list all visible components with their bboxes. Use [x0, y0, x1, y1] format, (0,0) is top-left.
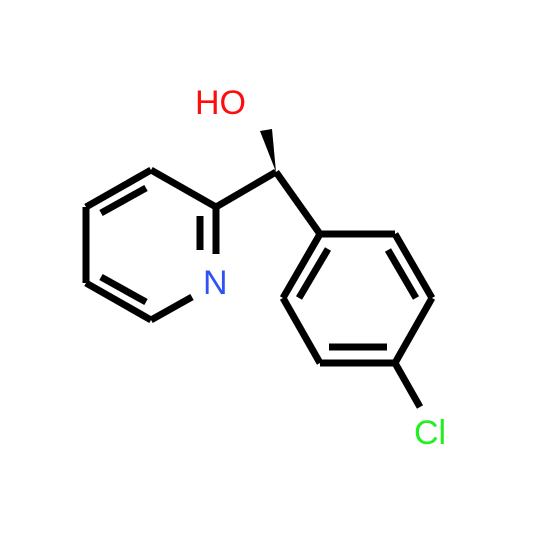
hydroxyl-label: HO	[195, 84, 246, 122]
pyridine-inner-bond-c3-c4	[99, 184, 148, 217]
phenyl-bond-3-4	[391, 296, 436, 365]
bonds	[82, 166, 436, 409]
pyridine-bond-c6-n	[149, 293, 194, 324]
phenyl-bond-2-3	[391, 232, 436, 300]
chlorine-label: Cl	[414, 414, 446, 452]
bond-carbon-chlorine	[391, 361, 424, 409]
wedge-bond-hydroxyl	[260, 129, 276, 172]
bond-chiral-phenyl	[273, 169, 323, 237]
pyridine-bond-c2-c3	[149, 166, 218, 211]
bond-chiral-pyridine	[214, 168, 278, 211]
phenyl-inner-bond-6-1	[295, 247, 332, 300]
phenyl-bond-5-6	[279, 296, 324, 365]
pyridine-bond-c5-c6	[84, 279, 153, 324]
pyridine-inner-bond-c5-c6	[99, 273, 148, 306]
phenyl-bond-6-1	[279, 232, 324, 300]
nitrogen-label: N	[203, 264, 228, 302]
phenyl-inner-bond-2-3	[384, 248, 420, 300]
pyridine-bond-c3-c4	[84, 166, 153, 211]
